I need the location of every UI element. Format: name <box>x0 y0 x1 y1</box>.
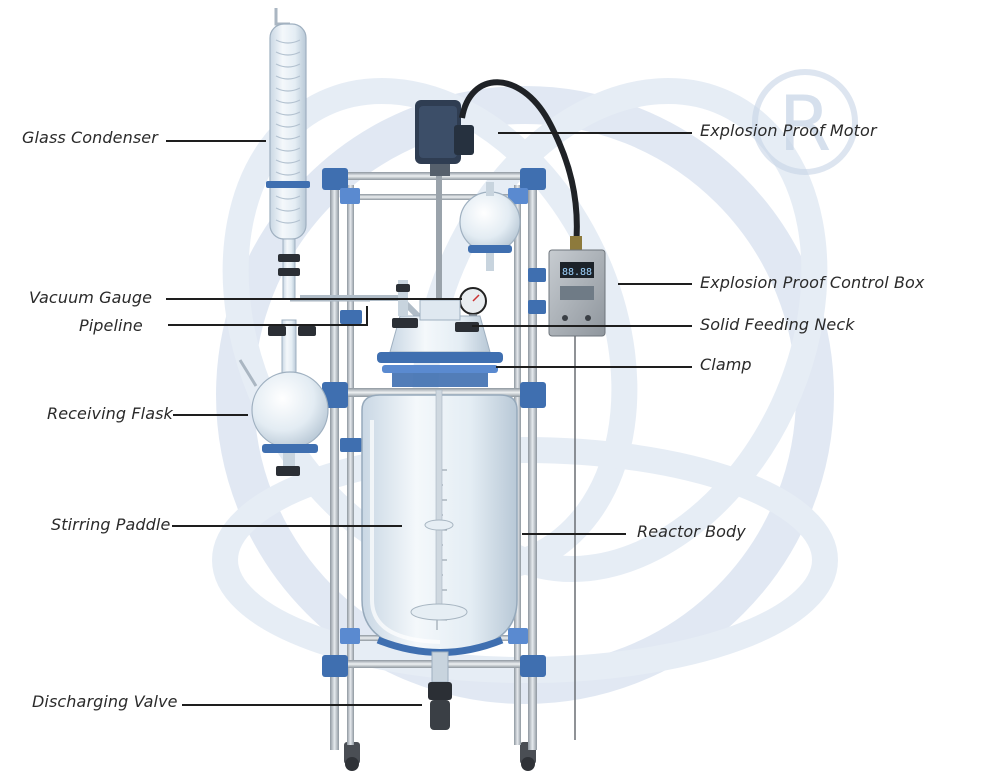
label-stirring-paddle: Stirring Paddle <box>51 515 171 534</box>
explosion-proof-motor-graphic <box>415 100 474 316</box>
clamp-graphic <box>377 352 503 387</box>
leader-line-explosion-proof-motor <box>498 132 692 134</box>
control-box-graphic <box>548 249 606 740</box>
label-glass-condenser: Glass Condenser <box>22 128 158 147</box>
leader-line-solid-feeding-neck <box>472 325 692 327</box>
leader-line-stirring-paddle <box>172 525 402 527</box>
label-pipeline: Pipeline <box>79 316 143 335</box>
caster-wheels <box>344 742 536 771</box>
watermark-symbol: R <box>779 79 832 168</box>
leader-line-vacuum-gauge <box>166 298 462 300</box>
leader-line-pipeline-riser <box>366 306 368 326</box>
registered-trademark-icon <box>752 69 858 175</box>
discharging-valve-graphic <box>428 651 452 730</box>
motor-cable <box>459 79 580 247</box>
dropping-flask-graphic <box>459 182 521 271</box>
leader-line-glass-condenser <box>166 140 266 142</box>
receiving-flask-graphic <box>238 326 329 476</box>
control-box-display-readout: 88.88 <box>562 267 592 278</box>
label-solid-feeding-neck: Solid Feeding Neck <box>700 315 855 334</box>
label-receiving-flask: Receiving Flask <box>47 404 173 423</box>
leader-line-clamp <box>496 366 692 368</box>
label-vacuum-gauge: Vacuum Gauge <box>29 288 153 307</box>
leader-line-discharging-valve <box>182 704 422 706</box>
reactor-body-graphic <box>361 389 518 656</box>
label-discharging-valve: Discharging Valve <box>32 692 178 711</box>
label-explosion-proof-control-box: Explosion Proof Control Box <box>700 273 925 292</box>
label-reactor-body: Reactor Body <box>637 522 746 541</box>
label-clamp: Clamp <box>700 355 752 374</box>
leader-line-pipeline <box>168 324 368 326</box>
leader-line-receiving-flask <box>173 414 248 416</box>
label-explosion-proof-motor: Explosion Proof Motor <box>700 121 877 140</box>
leader-line-reactor-body <box>522 533 626 535</box>
leader-line-control-box <box>618 283 692 285</box>
